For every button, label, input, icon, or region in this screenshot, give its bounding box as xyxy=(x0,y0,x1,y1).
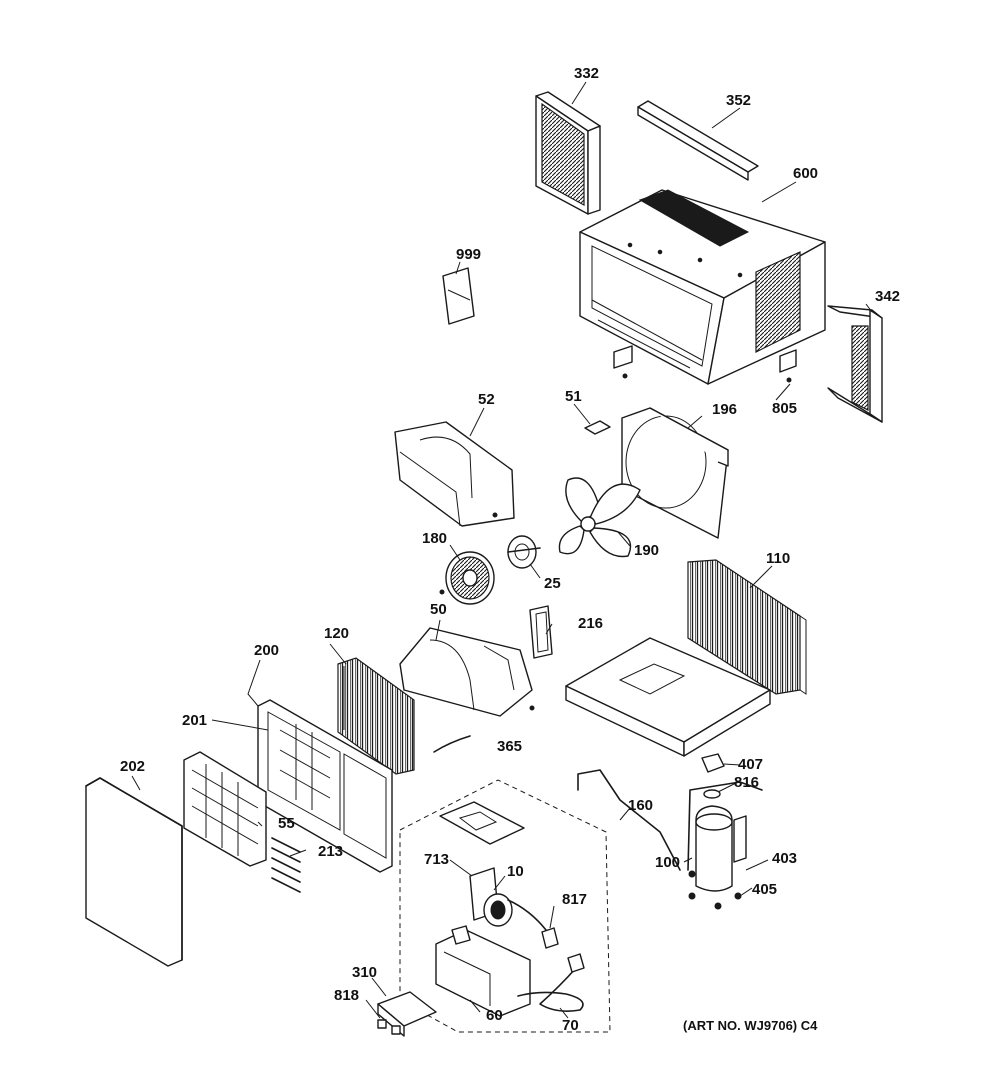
callout-201: 201 xyxy=(182,712,207,729)
callout-403: 403 xyxy=(772,850,797,867)
callout-110: 110 xyxy=(766,550,790,567)
part-196-shroud xyxy=(621,407,729,539)
part-600-cabinet xyxy=(579,189,826,385)
callout-25: 25 xyxy=(544,575,561,592)
part-352-rail xyxy=(637,100,759,181)
part-compressor xyxy=(688,805,747,910)
callout-805: 805 xyxy=(772,400,797,417)
part-180-blower-wheel xyxy=(439,551,495,605)
part-817-switch xyxy=(541,927,559,949)
part-999-manual xyxy=(442,267,475,325)
part-52-duct xyxy=(394,421,515,527)
callout-160: 160 xyxy=(628,797,653,814)
part-120-evaporator-coil xyxy=(337,657,415,775)
callout-10: 10 xyxy=(507,863,524,880)
part-342-side-curtain xyxy=(827,305,883,423)
part-201-filter xyxy=(183,751,267,867)
callout-55: 55 xyxy=(278,815,295,832)
part-216-seal xyxy=(529,605,553,659)
callout-818: 818 xyxy=(334,987,359,1004)
part-control-plate xyxy=(439,801,525,845)
callout-50: 50 xyxy=(430,601,447,618)
part-202-grille xyxy=(85,777,183,967)
part-818-knobs xyxy=(377,1019,401,1035)
callout-999: 999 xyxy=(456,246,481,263)
callout-817: 817 xyxy=(562,891,587,908)
callout-407: 407 xyxy=(738,756,763,773)
callout-180: 180 xyxy=(422,530,447,547)
callout-202: 202 xyxy=(120,758,145,775)
part-310-control-panel xyxy=(377,991,437,1037)
callout-352: 352 xyxy=(726,92,751,109)
callout-405: 405 xyxy=(752,881,777,898)
callout-labels: 332 352 600 999 342 805 51 196 52 180 19… xyxy=(120,65,900,1034)
callout-52: 52 xyxy=(478,391,495,408)
callout-200: 200 xyxy=(254,642,279,659)
callout-310: 310 xyxy=(352,964,377,981)
callout-342: 342 xyxy=(875,288,900,305)
callout-196: 196 xyxy=(712,401,737,418)
part-365-tube xyxy=(433,735,471,753)
callout-713: 713 xyxy=(424,851,449,868)
callout-213: 213 xyxy=(318,843,343,860)
callout-216: 216 xyxy=(578,615,603,632)
leader-lines xyxy=(131,81,873,1019)
part-base-pan xyxy=(565,637,771,757)
callout-816: 816 xyxy=(734,774,759,791)
callout-60: 60 xyxy=(486,1007,503,1024)
callout-600: 600 xyxy=(793,165,818,182)
callout-120: 120 xyxy=(324,625,349,642)
part-50-scroll-housing xyxy=(399,627,535,717)
part-51-block xyxy=(584,420,611,435)
part-control-box xyxy=(435,925,531,1017)
callout-51: 51 xyxy=(565,388,582,405)
callout-190: 190 xyxy=(634,542,659,559)
part-407-overload xyxy=(701,753,725,799)
callout-365: 365 xyxy=(497,738,522,755)
part-110-condenser-coil xyxy=(687,559,807,695)
callout-332: 332 xyxy=(574,65,599,82)
part-70-power-cord xyxy=(517,953,585,1012)
part-213-louvers xyxy=(271,837,301,893)
part-332-side-curtain xyxy=(535,91,601,215)
callout-100: 100 xyxy=(655,854,680,871)
part-160-tubing xyxy=(577,769,763,871)
part-25-motor xyxy=(507,535,541,569)
art-number: (ART NO. WJ9706) C4 xyxy=(683,1018,818,1033)
callout-70: 70 xyxy=(562,1017,579,1034)
part-10-capacitor xyxy=(469,867,547,931)
part-190-fan-blade xyxy=(558,477,641,558)
